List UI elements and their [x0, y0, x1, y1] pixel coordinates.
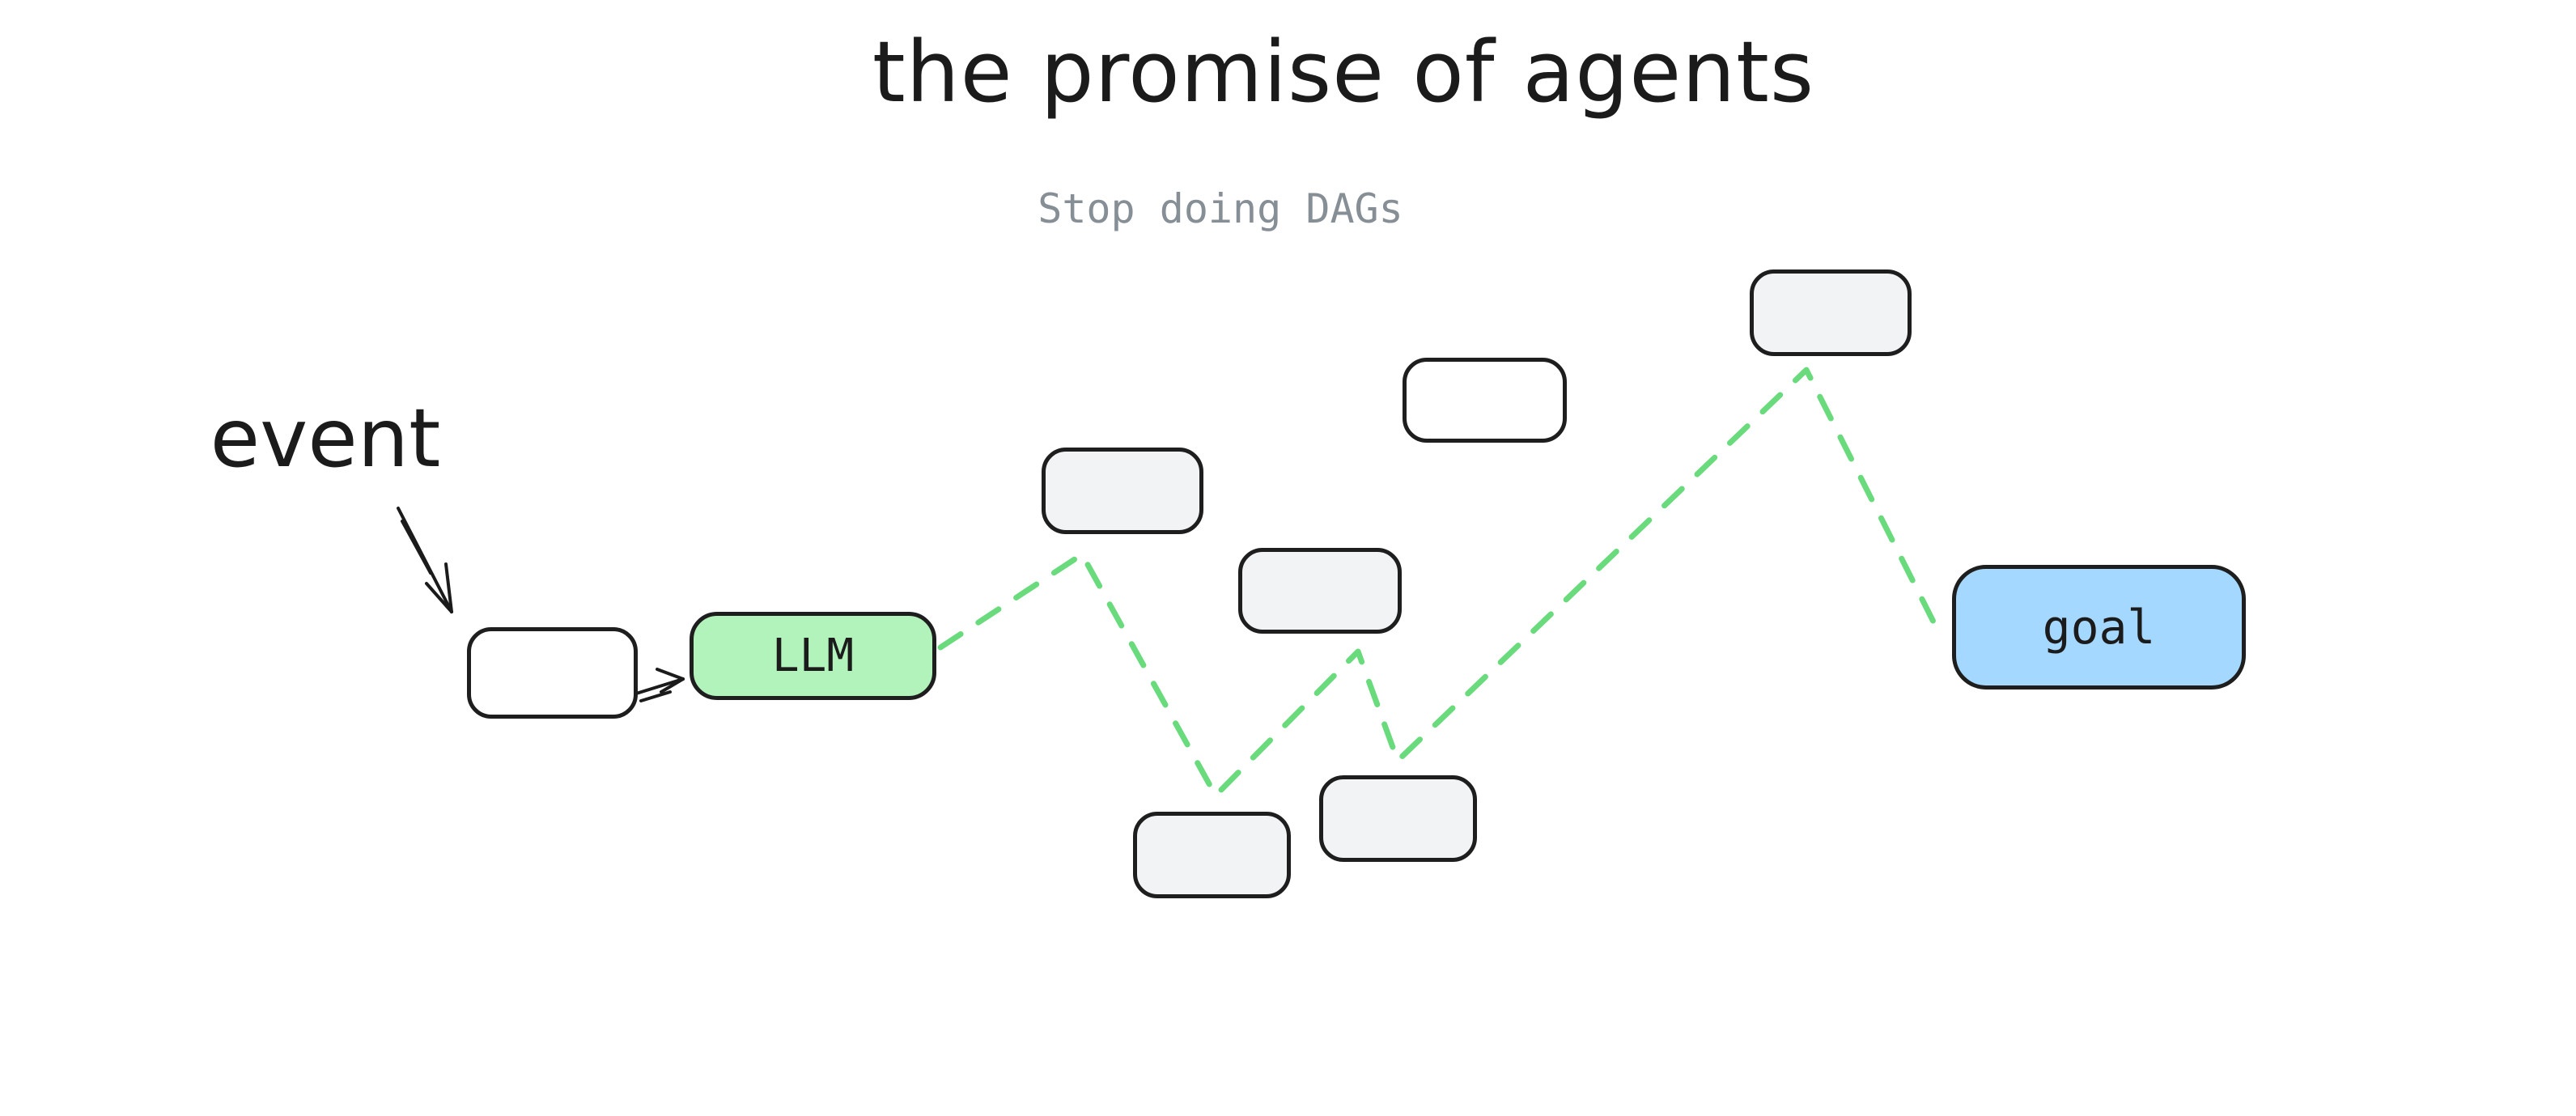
llm-to-goal-zigzag-path	[937, 367, 1946, 799]
node-event-box	[467, 627, 638, 719]
node-llm: LLM	[690, 612, 936, 700]
page-title: the promise of agents	[872, 23, 1815, 121]
goal-label: goal	[2042, 600, 2156, 655]
node-step-1	[1042, 448, 1203, 534]
event-to-llm-arrow	[634, 668, 685, 702]
node-step-2	[1238, 548, 1402, 634]
node-goal: goal	[1952, 565, 2246, 690]
event-arrow	[397, 507, 453, 613]
page-subtitle: Stop doing DAGs	[1038, 185, 1403, 232]
node-step-4	[1133, 812, 1291, 898]
node-step-6	[1750, 269, 1912, 356]
llm-label: LLM	[771, 630, 855, 682]
node-step-5	[1319, 775, 1477, 862]
event-label: event	[210, 391, 441, 486]
node-step-3	[1403, 358, 1567, 443]
